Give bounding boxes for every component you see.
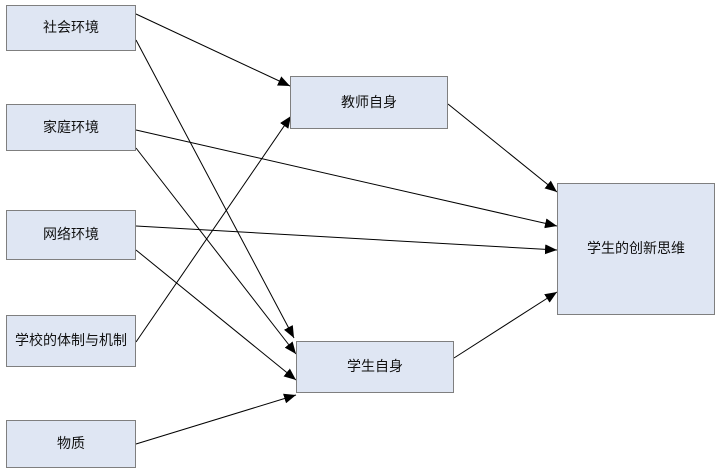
- node-network-environment: 网络环境: [6, 210, 136, 260]
- node-social-environment: 社会环境: [6, 5, 136, 51]
- edge-social-to-student: [135, 39, 295, 339]
- edge-school-to-teacher: [135, 115, 292, 343]
- node-teacher-self: 教师自身: [290, 76, 448, 129]
- edge-social-to-teacher: [135, 13, 291, 87]
- node-student-self: 学生自身: [296, 341, 454, 393]
- edge-matter-to-student: [135, 393, 297, 445]
- edge-family-to-target: [135, 129, 558, 229]
- node-material: 物质: [6, 420, 136, 468]
- node-creative-thinking: 学生的创新思维: [557, 183, 715, 315]
- edge-network-to-student: [135, 249, 297, 381]
- edge-network-to-target: [135, 225, 558, 255]
- edge-teacher-to-target: [447, 103, 558, 193]
- node-family-environment: 家庭环境: [6, 104, 136, 151]
- node-school-system: 学校的体制与机制: [6, 315, 136, 367]
- edge-family-to-student: [135, 147, 297, 355]
- edge-student-to-target: [453, 291, 558, 359]
